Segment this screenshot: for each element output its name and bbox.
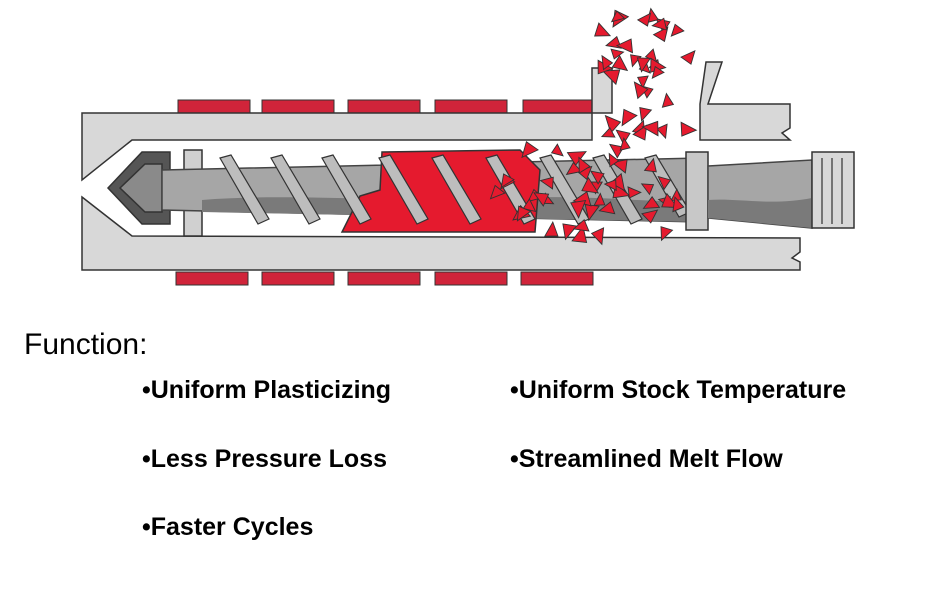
pellet xyxy=(657,175,672,191)
pellet xyxy=(584,204,600,222)
pellet xyxy=(610,48,625,60)
pellet xyxy=(550,143,564,157)
bullet-less-pressure-loss: •Less Pressure Loss xyxy=(142,445,387,473)
pellet xyxy=(615,129,631,145)
pellet xyxy=(566,151,587,166)
drive-coupling-splines xyxy=(821,158,843,224)
function-heading: Function: xyxy=(24,328,148,361)
bullet-uniform-stock-temperature: •Uniform Stock Temperature xyxy=(510,376,847,404)
pellet xyxy=(656,123,668,140)
pellet xyxy=(641,209,659,224)
pellet xyxy=(651,17,668,31)
pellet xyxy=(601,69,621,86)
pellet xyxy=(641,120,659,137)
pellet xyxy=(651,65,665,80)
pellet xyxy=(637,75,649,90)
pellet xyxy=(642,196,661,209)
pellet xyxy=(578,156,591,174)
pellet xyxy=(636,57,652,73)
screw-shank-shading xyxy=(708,198,812,228)
pellet xyxy=(565,161,583,176)
pellet xyxy=(632,124,648,141)
pellet xyxy=(670,23,685,37)
pellet xyxy=(611,54,629,72)
pellet xyxy=(570,200,587,219)
pellet xyxy=(633,81,649,100)
pellet xyxy=(562,223,578,241)
pellet xyxy=(652,26,669,43)
pellet xyxy=(610,172,626,192)
pellet xyxy=(680,121,698,137)
pellet xyxy=(601,54,614,71)
plastic-pellets xyxy=(489,7,698,246)
pellet xyxy=(522,198,537,213)
pellet xyxy=(590,227,605,246)
injection-screw-barrel-diagram xyxy=(81,7,855,286)
barrel-feed-wall-right xyxy=(699,61,792,141)
screw-shank-collar xyxy=(685,151,709,231)
pellet xyxy=(615,38,634,54)
bullet-faster-cycles: •Faster Cycles xyxy=(142,513,314,541)
pellet xyxy=(598,201,616,215)
bullet-streamlined-melt-flow: •Streamlined Melt Flow xyxy=(510,445,783,473)
pellet xyxy=(608,143,625,159)
pellet xyxy=(593,192,606,206)
pellet xyxy=(619,137,631,151)
pellet xyxy=(594,22,612,37)
pellet xyxy=(533,192,550,207)
pellet xyxy=(621,108,638,127)
pellet xyxy=(500,173,515,189)
pellet xyxy=(643,157,657,173)
barrel-bottom-wall xyxy=(81,195,801,271)
pellet xyxy=(521,140,540,159)
pellet xyxy=(680,49,696,65)
pellet xyxy=(544,221,559,237)
pellet xyxy=(600,127,616,138)
pellet xyxy=(572,218,590,232)
pellet xyxy=(516,205,532,222)
heater-bands-bottom xyxy=(175,271,594,286)
bullet-uniform-plasticizing: •Uniform Plasticizing xyxy=(142,376,392,404)
pellet xyxy=(590,170,605,185)
pellet xyxy=(489,184,506,200)
pellet xyxy=(672,196,685,213)
heater-bands-top xyxy=(177,99,596,114)
pellet xyxy=(660,226,674,242)
pellet xyxy=(661,92,675,108)
pellet xyxy=(539,176,554,190)
drive-coupling xyxy=(811,151,855,229)
barrel-top-wall xyxy=(81,67,613,182)
pellet xyxy=(604,114,622,134)
pellet xyxy=(603,179,617,192)
pellet xyxy=(608,152,620,168)
pellet xyxy=(581,176,600,194)
pellet xyxy=(640,183,655,196)
pellet xyxy=(627,186,642,199)
pellet xyxy=(610,10,626,23)
pellet xyxy=(639,107,653,122)
pellet xyxy=(636,12,652,27)
